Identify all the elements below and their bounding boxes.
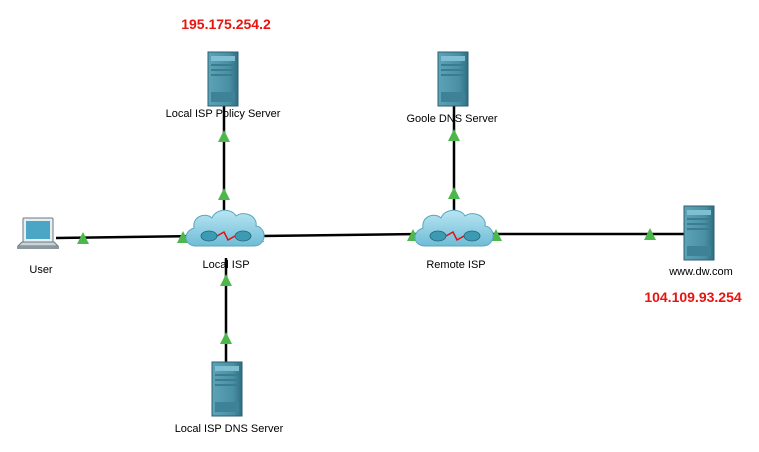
link-up-indicator [448, 129, 460, 141]
link-local-isp-remote-isp[interactable] [261, 232, 421, 238]
web-server-label: www.dw.com [668, 266, 733, 278]
link-up-indicator [218, 130, 230, 142]
google-dns-label: Goole DNS Server [406, 113, 497, 125]
link-up-indicator [77, 232, 89, 244]
server-icon [683, 205, 715, 261]
server-icon [211, 361, 243, 417]
link-up-indicator [220, 332, 232, 344]
device-remote-isp[interactable]: Remote ISP [414, 209, 494, 271]
link-up-indicator [220, 274, 232, 286]
laptop-icon [16, 217, 60, 249]
local-isp-label: Local ISP [202, 259, 249, 271]
device-local-dns-server[interactable]: Local ISP DNS Server [175, 361, 284, 435]
links [55, 106, 684, 362]
policy-server-label: Local ISP Policy Server [166, 108, 281, 120]
link-user-local-isp[interactable] [55, 234, 201, 240]
device-google-dns-server[interactable]: Goole DNS Server [406, 51, 498, 125]
server-icon [207, 51, 239, 107]
device-policy-server[interactable]: 195.175.254.2 Local ISP Policy Server [166, 16, 281, 120]
link-up-indicator [644, 228, 656, 240]
link-up-indicator [448, 187, 460, 199]
device-local-isp[interactable]: Local ISP [185, 209, 265, 271]
cloud-icon [185, 209, 265, 247]
policy-server-ip: 195.175.254.2 [181, 16, 271, 32]
device-web-server[interactable]: www.dw.com 104.109.93.254 [644, 205, 742, 305]
server-icon [437, 51, 469, 107]
device-user[interactable]: User [16, 217, 60, 276]
cloud-icon [414, 209, 494, 247]
link-up-indicator [218, 188, 230, 200]
web-server-ip: 104.109.93.254 [644, 289, 742, 305]
local-dns-label: Local ISP DNS Server [175, 423, 284, 435]
remote-isp-label: Remote ISP [426, 259, 485, 271]
user-label: User [29, 264, 53, 276]
